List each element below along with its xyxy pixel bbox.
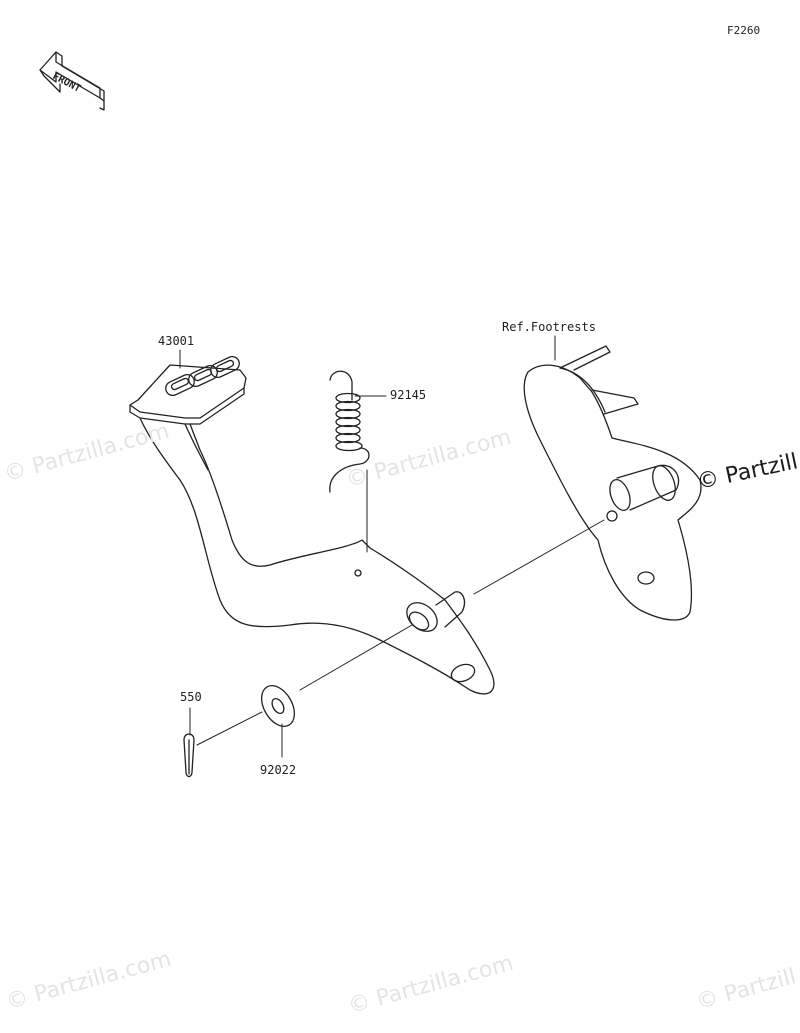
part-number-92022[interactable]: 92022 — [260, 763, 297, 777]
part-number-43001[interactable]: 43001 — [158, 334, 195, 348]
front-arrow-icon: FRONT — [39, 51, 105, 111]
return-spring-part — [329, 370, 370, 493]
part-number-92145[interactable]: 92145 — [390, 388, 427, 402]
part-number-550[interactable]: 550 — [180, 690, 202, 704]
washer-part — [260, 685, 296, 727]
cotter-pin-part — [183, 733, 195, 778]
brake-pedal-part — [129, 355, 495, 695]
assembly-axis-lines — [196, 519, 605, 746]
figure-code: F2260 — [727, 24, 761, 37]
footrest-bracket-reference — [523, 345, 702, 621]
leader-lines — [179, 335, 556, 758]
reference-footrests-label: Ref.Footrests — [502, 320, 596, 334]
